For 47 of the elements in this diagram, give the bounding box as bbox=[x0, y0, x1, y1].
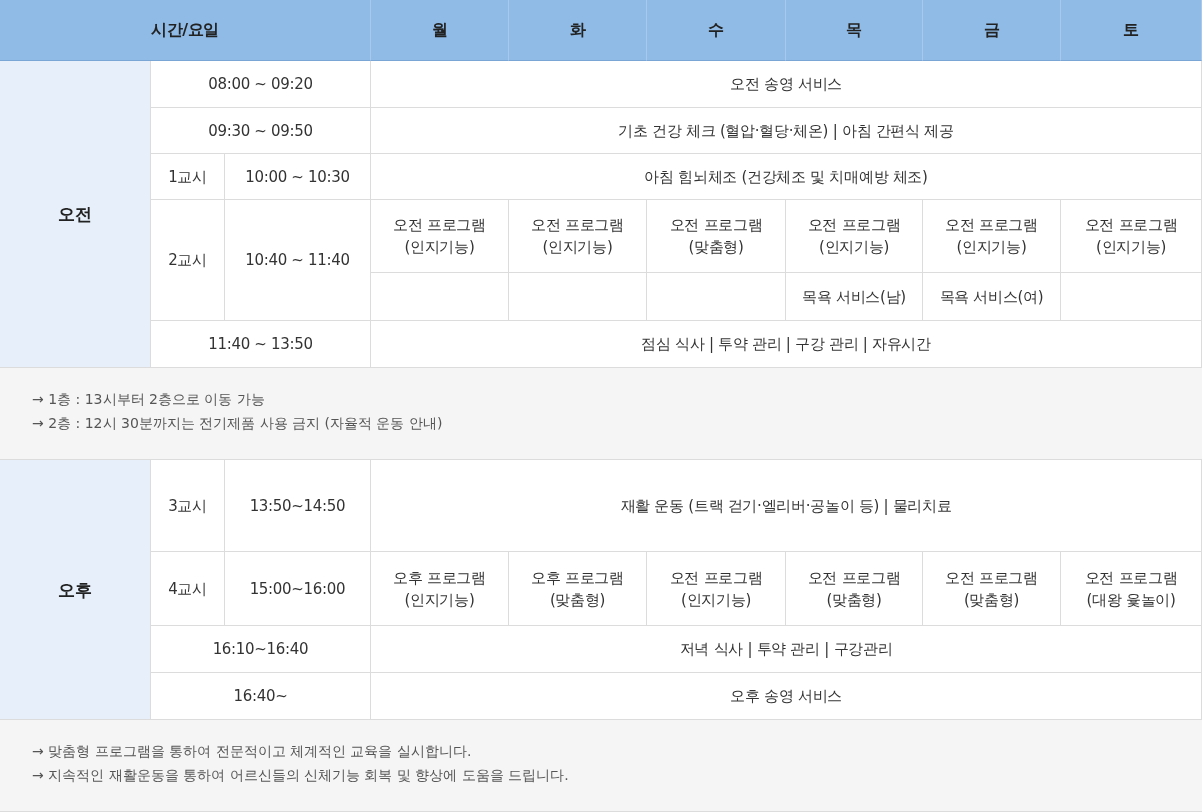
schedule-cell: 재활 운동 (트랙 걷기·엘리버·공놀이 등) | 물리치료 bbox=[371, 460, 1202, 552]
period-cell: 4교시 bbox=[151, 552, 225, 626]
schedule-cell: 오전 프로그램 (맞춤형) bbox=[647, 200, 786, 273]
schedule-cell: 오전 프로그램 (맞춤형) bbox=[786, 552, 923, 626]
session-cell: 오전 bbox=[0, 61, 151, 368]
note-text: → 1층 : 13시부터 2층으로 이동 가능 bbox=[32, 390, 265, 409]
session-cell: 오후 bbox=[0, 460, 151, 720]
schedule-cell: 목욕 서비스(여) bbox=[923, 273, 1061, 321]
header-cell: 금 bbox=[923, 0, 1061, 61]
schedule-cell: 오후 프로그램 (인지기능) bbox=[371, 552, 509, 626]
schedule-cell: 오전 프로그램 (대왕 윷놀이) bbox=[1061, 552, 1202, 626]
schedule-cell: 오전 프로그램 (인지기능) bbox=[923, 200, 1061, 273]
period-cell: 1교시 bbox=[151, 154, 225, 200]
time-cell: 13:50~14:50 bbox=[225, 460, 371, 552]
header-cell: 시간/요일 bbox=[0, 0, 371, 61]
schedule-cell: 오전 프로그램 (맞춤형) bbox=[923, 552, 1061, 626]
schedule-cell: 오전 프로그램 (인지기능) bbox=[647, 552, 786, 626]
note-text: → 지속적인 재활운동을 통하여 어르신들의 신체기능 회복 및 향상에 도움을 드립니다. bbox=[32, 766, 569, 785]
schedule-cell: 오전 프로그램 (인지기능) bbox=[786, 200, 923, 273]
schedule-cell: 점심 식사 | 투약 관리 | 구강 관리 | 자유시간 bbox=[371, 321, 1202, 368]
header-cell: 월 bbox=[371, 0, 509, 61]
header-cell: 목 bbox=[786, 0, 923, 61]
schedule-cell: 목욕 서비스(남) bbox=[786, 273, 923, 321]
time-cell: 08:00 ~ 09:20 bbox=[151, 61, 371, 108]
time-cell: 15:00~16:00 bbox=[225, 552, 371, 626]
note-text: → 2층 : 12시 30분까지는 전기제품 사용 금지 (자율적 운동 안내) bbox=[32, 414, 443, 433]
period-cell: 3교시 bbox=[151, 460, 225, 552]
schedule-cell: 아침 힘뇌체조 (건강체조 및 치매예방 체조) bbox=[371, 154, 1202, 200]
schedule-cell: 기초 건강 체크 (혈압·혈당·체온) | 아침 간편식 제공 bbox=[371, 108, 1202, 154]
schedule-cell: 오후 프로그램 (맞춤형) bbox=[509, 552, 647, 626]
schedule-cell: 오전 송영 서비스 bbox=[371, 61, 1202, 108]
period-cell: 2교시 bbox=[151, 200, 225, 321]
header-cell: 토 bbox=[1061, 0, 1202, 61]
time-cell: 16:10~16:40 bbox=[151, 626, 371, 673]
schedule-cell: 오전 프로그램 (인지기능) bbox=[371, 200, 509, 273]
time-cell: 16:40~ bbox=[151, 673, 371, 720]
time-cell: 10:00 ~ 10:30 bbox=[225, 154, 371, 200]
note-text: → 맞춤형 프로그램을 통하여 전문적이고 체계적인 교육을 실시합니다. bbox=[32, 742, 472, 761]
time-cell: 09:30 ~ 09:50 bbox=[151, 108, 371, 154]
schedule-cell: 오후 송영 서비스 bbox=[371, 673, 1202, 720]
time-cell: 10:40 ~ 11:40 bbox=[225, 200, 371, 321]
schedule-cell: 오전 프로그램 (인지기능) bbox=[1061, 200, 1202, 273]
header-cell: 화 bbox=[509, 0, 647, 61]
header-cell: 수 bbox=[647, 0, 786, 61]
time-cell: 11:40 ~ 13:50 bbox=[151, 321, 371, 368]
schedule-cell: 오전 프로그램 (인지기능) bbox=[509, 200, 647, 273]
schedule-cell: 저녁 식사 | 투약 관리 | 구강관리 bbox=[371, 626, 1202, 673]
